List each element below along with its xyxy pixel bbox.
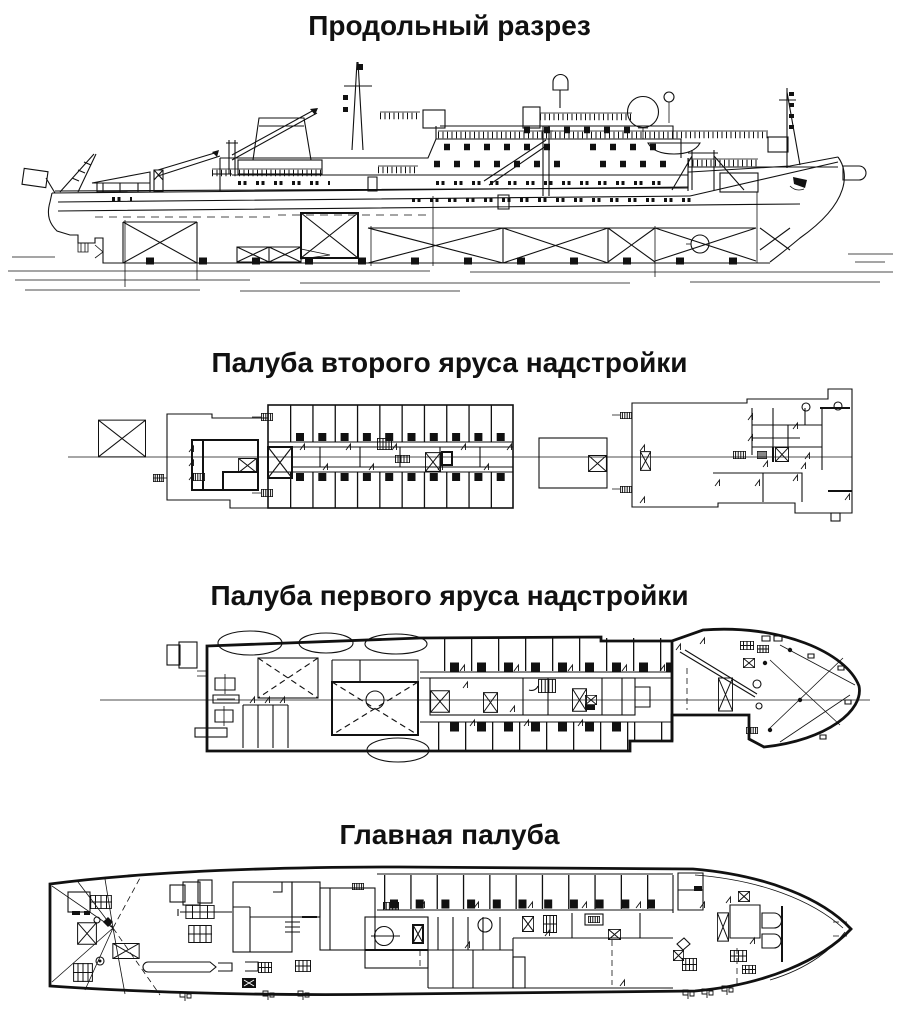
hull-outline (47, 156, 867, 287)
stern-gantry (59, 153, 97, 193)
hold-framing (95, 212, 791, 265)
anchor (793, 177, 807, 188)
foredeck-gear (673, 635, 858, 743)
center-island (429, 677, 651, 716)
second-tier-deck-title: Палуба второго яруса надстройки (211, 347, 688, 378)
second-tier-deck-drawing (68, 388, 853, 522)
lifeboats (217, 630, 430, 763)
masts-and-gear (21, 61, 807, 196)
aft-hatch (99, 420, 146, 457)
funnel (252, 117, 312, 161)
cabin-rows (377, 873, 674, 989)
hull-outline (48, 865, 853, 997)
stern-trawl-gear (51, 877, 259, 996)
aft-deckhouse (153, 413, 268, 509)
midship-cabin-block (252, 404, 514, 509)
first-tier-deck-title: Палуба первого яруса надстройки (210, 580, 689, 611)
main-mast (344, 61, 372, 151)
main-deck-title: Главная палуба (339, 819, 560, 850)
main-deck-drawing (48, 865, 853, 1002)
derrick (226, 109, 318, 174)
bow-gantry (671, 150, 745, 191)
lifeboat (647, 142, 701, 155)
deck-outline (205, 627, 861, 753)
center-deckhouses (179, 881, 429, 1002)
aft-machinery (166, 641, 419, 748)
kingpost (483, 126, 553, 196)
superstructure (91, 106, 789, 193)
deck-hatch-block (538, 437, 651, 489)
wheelhouse-block (612, 388, 853, 522)
railings (212, 111, 768, 177)
bow-area (672, 872, 783, 1000)
sea-waterlines (8, 253, 893, 292)
cabin-rows (420, 638, 672, 751)
stern-flag (21, 167, 49, 189)
first-tier-deck-drawing (100, 627, 870, 763)
window-bands (112, 126, 692, 210)
longitudinal-section-title: Продольный разрез (308, 10, 591, 41)
radar-dome (626, 95, 660, 129)
aft-crane (153, 151, 221, 192)
dome-antenna (552, 74, 569, 108)
longitudinal-section-drawing (8, 61, 893, 292)
